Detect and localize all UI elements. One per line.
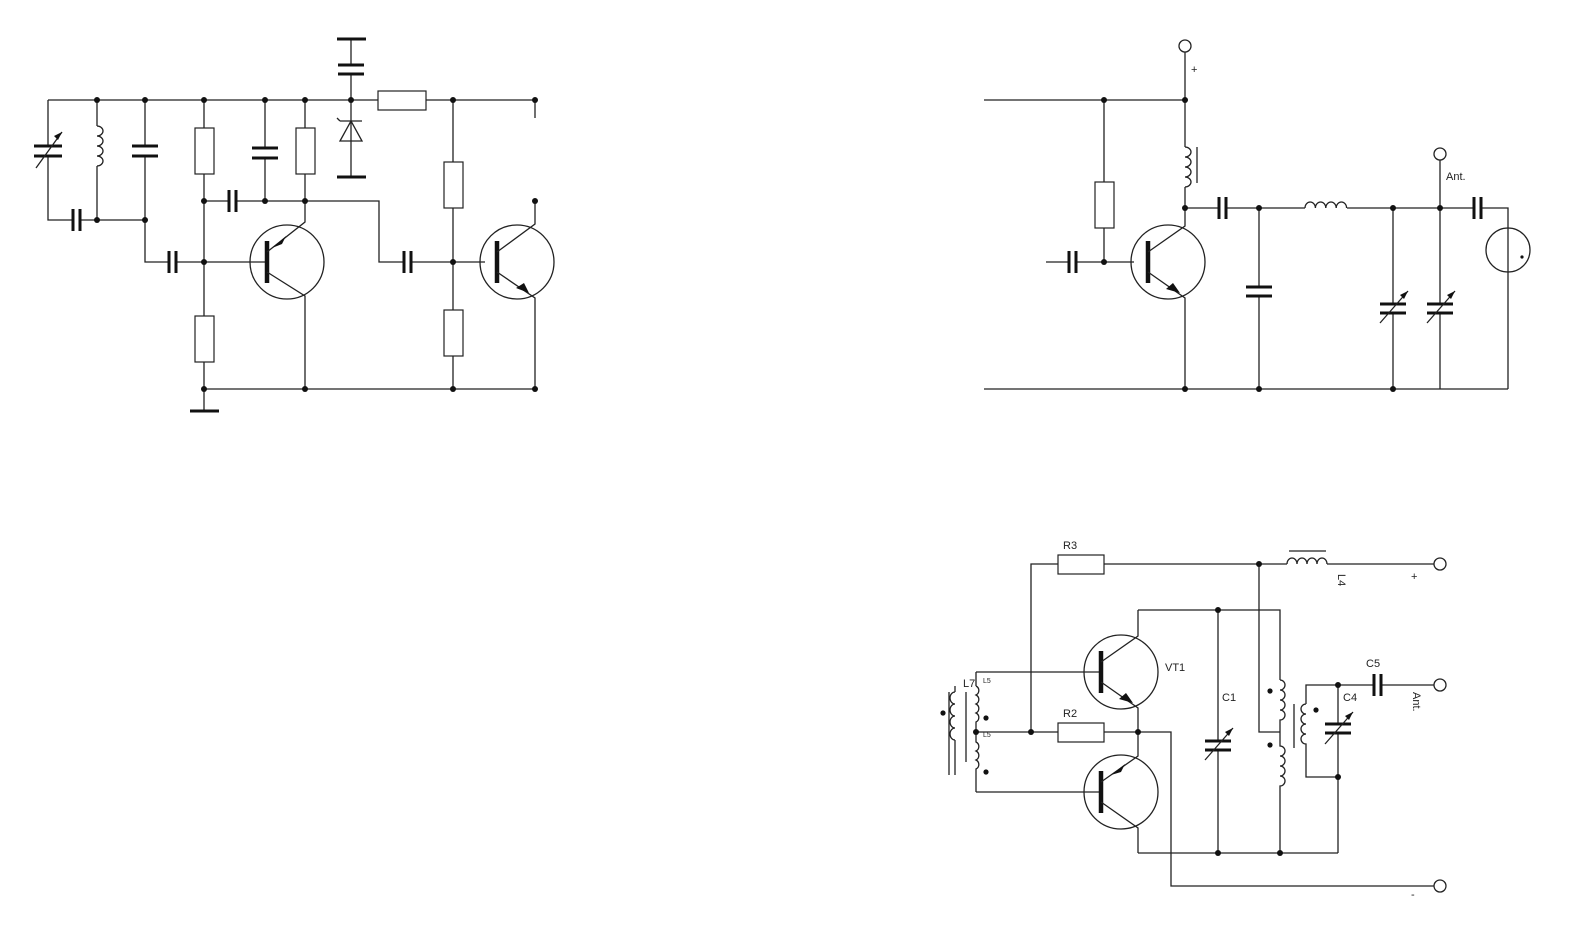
terminal-plus[interactable]	[1178, 39, 1192, 53]
capacitor-c5	[1372, 674, 1383, 696]
capacitor	[338, 63, 364, 76]
junction-dots	[1101, 97, 1443, 392]
schematic-1	[34, 37, 555, 413]
transistor-vt2	[1083, 732, 1159, 853]
transistor-npn	[1130, 208, 1206, 389]
choke-inductor	[1184, 146, 1198, 188]
transistor-pnp	[249, 201, 325, 389]
label-r3: R3	[1063, 540, 1077, 552]
label-ant-bottom: Ant.	[1410, 692, 1422, 712]
resistor-r2	[1057, 722, 1105, 743]
inductor	[96, 125, 104, 167]
label-l4: L4	[1335, 574, 1347, 586]
tank-coil	[1267, 679, 1286, 853]
resistor	[194, 315, 215, 363]
capacitor	[1472, 197, 1483, 219]
label-plus-bottom: +	[1411, 571, 1417, 583]
capacitor	[252, 146, 278, 160]
resistor	[194, 127, 215, 175]
inductor	[1304, 201, 1348, 209]
input-transformer	[940, 672, 989, 792]
output-coil	[1293, 684, 1338, 778]
terminal-plus[interactable]	[1433, 557, 1447, 571]
capacitor	[1217, 197, 1228, 219]
variable-capacitor	[1379, 290, 1409, 324]
inductor-l4	[1286, 550, 1328, 565]
capacitor	[1067, 251, 1078, 273]
resistor	[1094, 181, 1115, 229]
variable-capacitor	[34, 131, 63, 169]
schematic-3: R3 L4 + L7 L5 L5 R2 -	[940, 540, 1447, 901]
resistor	[377, 90, 427, 111]
capacitor	[402, 251, 413, 273]
capacitor	[1246, 285, 1272, 298]
label-l5-lower: L5	[983, 732, 991, 739]
label-r2: R2	[1063, 708, 1077, 720]
label-minus-bottom: -	[1411, 889, 1415, 901]
coupling-capacitor	[71, 209, 82, 231]
label-plus-top: +	[1191, 64, 1197, 76]
ground-symbol	[190, 389, 219, 413]
transistor-npn	[479, 201, 555, 389]
transistor-vt1	[1083, 610, 1159, 732]
terminal-antenna[interactable]	[1433, 678, 1447, 692]
label-c4: C4	[1343, 692, 1357, 704]
label-l7: L7	[963, 678, 975, 690]
resistor	[443, 309, 464, 357]
label-c5: C5	[1366, 658, 1380, 670]
label-c1: C1	[1222, 692, 1236, 704]
capacitor	[167, 251, 178, 273]
label-l5-upper: L5	[983, 678, 991, 685]
resistor	[295, 127, 316, 175]
label-ant-top: Ant.	[1446, 171, 1466, 183]
junction-dots	[94, 97, 538, 392]
variable-capacitor-c4	[1324, 711, 1354, 745]
capacitor	[227, 190, 238, 212]
resistor	[443, 161, 464, 209]
variable-capacitor	[1426, 290, 1456, 324]
terminal-antenna[interactable]	[1433, 147, 1447, 161]
variable-capacitor-c1	[1204, 727, 1234, 761]
zener-diode	[336, 117, 364, 142]
coax-connector	[1485, 227, 1531, 389]
capacitor	[132, 144, 158, 158]
terminal-minus[interactable]	[1433, 879, 1447, 893]
resistor-r3	[1057, 554, 1105, 575]
label-vt1: VT1	[1165, 662, 1185, 674]
junction-dots	[973, 561, 1341, 856]
schematic-2: +	[984, 39, 1531, 392]
